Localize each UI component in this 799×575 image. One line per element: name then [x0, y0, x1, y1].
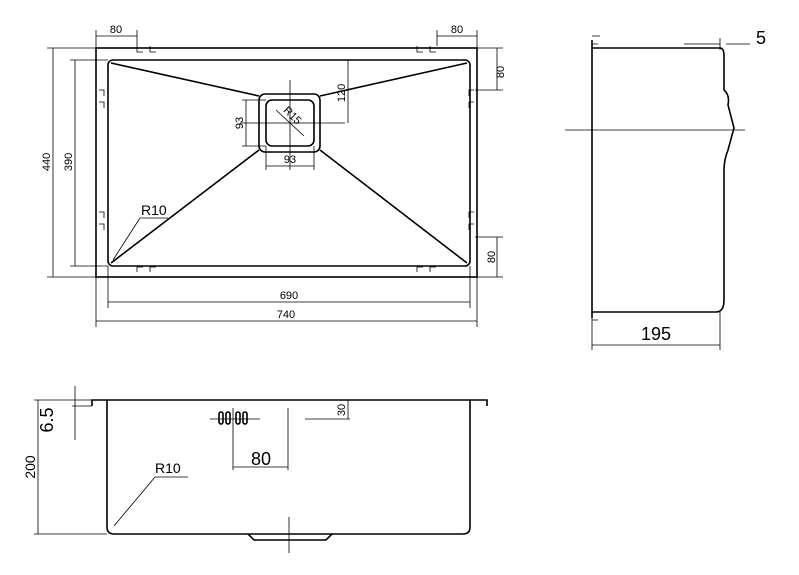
dim-outer-depth: 440 [41, 153, 53, 171]
mounting-clips [99, 46, 474, 272]
slope-line [110, 149, 260, 264]
dim-flange-right: 80 [451, 24, 463, 36]
dim-flange-left: 80 [110, 24, 122, 36]
dim-flange-thickness: 5 [756, 28, 766, 48]
side-profile [591, 40, 735, 318]
dim-front-corner-radius: R10 [155, 460, 181, 476]
dim-inner-depth: 390 [63, 153, 75, 171]
dim-side-depth: 195 [641, 324, 671, 344]
bowl-outline [107, 59, 471, 267]
dim-flange-height: 6.5 [37, 407, 57, 432]
bowl-profile [106, 400, 471, 535]
dim-drain-height: 93 [234, 117, 246, 129]
dim-tap-spacing: 80 [251, 449, 271, 469]
slope-line [319, 149, 468, 264]
dim-drain-width: 93 [284, 154, 296, 166]
tap-holes-icon [210, 411, 260, 425]
slope-line [319, 62, 468, 97]
flange-line [91, 399, 488, 406]
dim-side-top: 80 [495, 66, 507, 78]
top-view: 80 80 80 80 440 390 93 93 R15 120 R10 69… [41, 24, 507, 327]
outer-flange-outline [95, 47, 478, 278]
dim-tap-offset: 30 [336, 404, 348, 416]
dim-inner-width: 690 [280, 290, 298, 302]
drain-profile [247, 533, 333, 541]
side-view: 5 195 [565, 28, 766, 350]
slope-line [110, 62, 260, 97]
dim-corner-radius: R10 [141, 202, 167, 218]
dim-side-bottom: 80 [486, 251, 498, 263]
front-view: 6.5 200 R10 80 30 [22, 386, 488, 553]
dim-total-height: 200 [22, 455, 38, 479]
dim-drain-offset: 120 [336, 84, 348, 102]
dim-outer-width: 740 [277, 309, 295, 321]
dim-drain-radius: R15 [281, 104, 304, 127]
